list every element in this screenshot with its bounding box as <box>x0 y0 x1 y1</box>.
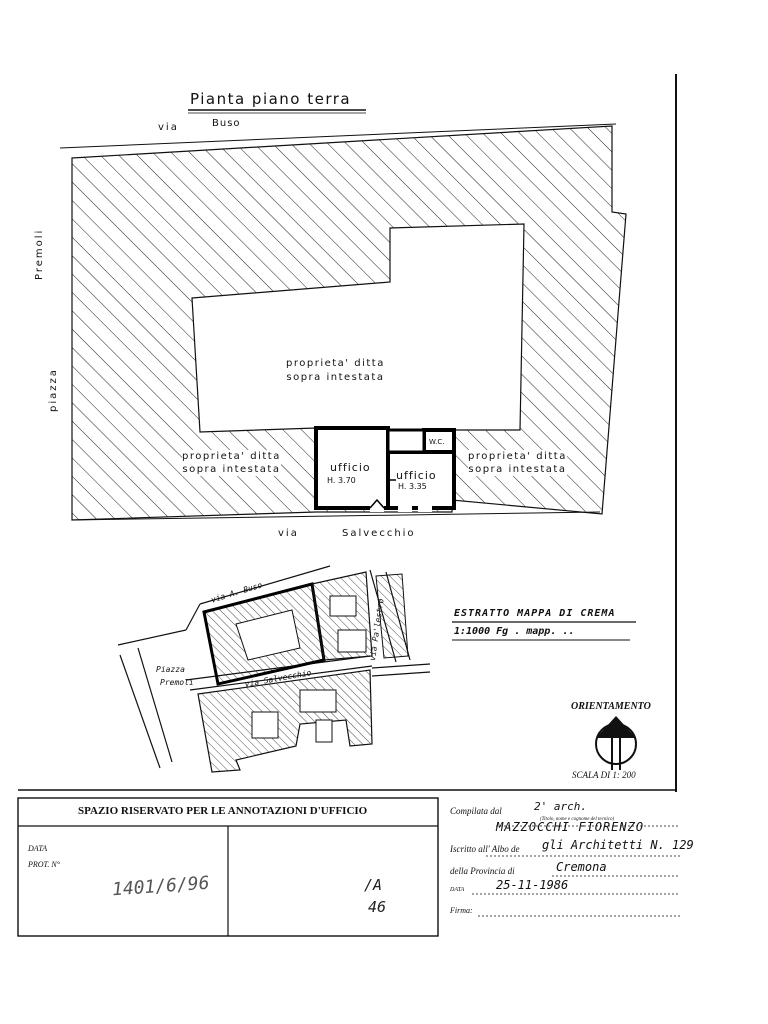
street-label-top-name: Buso <box>212 118 241 129</box>
extract-detail: 1:1000 Fg . mapp. .. <box>454 626 575 637</box>
date-value: 25-11-1986 <box>496 878 569 892</box>
compiled-caption: (Titolo, nome e cognome del tecnico) <box>540 817 615 822</box>
form-grid <box>17 797 680 937</box>
room2-name: ufficio <box>396 469 437 482</box>
office-room-1 <box>314 426 390 510</box>
street-line-bottom <box>71 511 601 521</box>
left-label-premoli: Premoli <box>34 228 45 280</box>
street-label-bottom-name: Salvecchio <box>342 528 416 539</box>
room2-height: H. 3.35 <box>398 482 427 491</box>
scale-label: SCALA DI 1: 200 <box>572 770 636 780</box>
room1-name: ufficio <box>330 461 371 474</box>
extract-title: ESTRATTO MAPPA DI CREMA <box>454 608 616 619</box>
stamp-right-1: /A <box>364 876 383 894</box>
left-label-piazza: piazza <box>48 368 59 412</box>
north-arrow-icon <box>595 716 637 770</box>
street-label-bottom-via: via <box>278 528 299 539</box>
plan-title: Pianta piano terra <box>190 90 352 108</box>
reserved-header: SPAZIO RISERVATO PER LE ANNOTAZIONI D'UF… <box>78 805 368 817</box>
compiled-value: 2' arch. <box>534 800 587 813</box>
central-courtyard <box>191 223 525 433</box>
orientation-label: ORIENTAMENTO <box>571 701 651 712</box>
compiled-label: Compilata dal <box>450 806 502 816</box>
stamp-right-2: 46 <box>368 898 387 916</box>
albo-label: Iscritto all' Albo de <box>450 844 520 854</box>
signature-label: Firma: <box>450 906 473 915</box>
albo-value: gli Architetti N. 129 <box>542 838 694 852</box>
site-piazza-line1: Piazza <box>156 665 185 674</box>
province-label: della Provincia di <box>450 866 515 876</box>
site-piazza-line2: Premoli <box>160 678 194 687</box>
date-label: DATA <box>450 887 465 893</box>
left-owner-label: proprieta' ditta sopra intestata <box>182 450 281 476</box>
technician-name: MAZZOCCHI FIORENZO <box>496 820 645 834</box>
wc-label: W.C. <box>429 438 445 446</box>
center-owner-label: proprieta' ditta sopra intestata <box>286 358 385 383</box>
street-label-top-via: via <box>158 122 179 133</box>
street-line-top <box>59 123 617 149</box>
room1-height: H. 3.70 <box>327 476 356 485</box>
office-room-2 <box>386 450 456 510</box>
prot-label: PROT. N° <box>28 860 60 869</box>
right-owner-label: proprieta' ditta sopra intestata <box>468 450 567 476</box>
data-label: DATA <box>28 844 48 853</box>
province-value: Cremona <box>556 860 607 874</box>
